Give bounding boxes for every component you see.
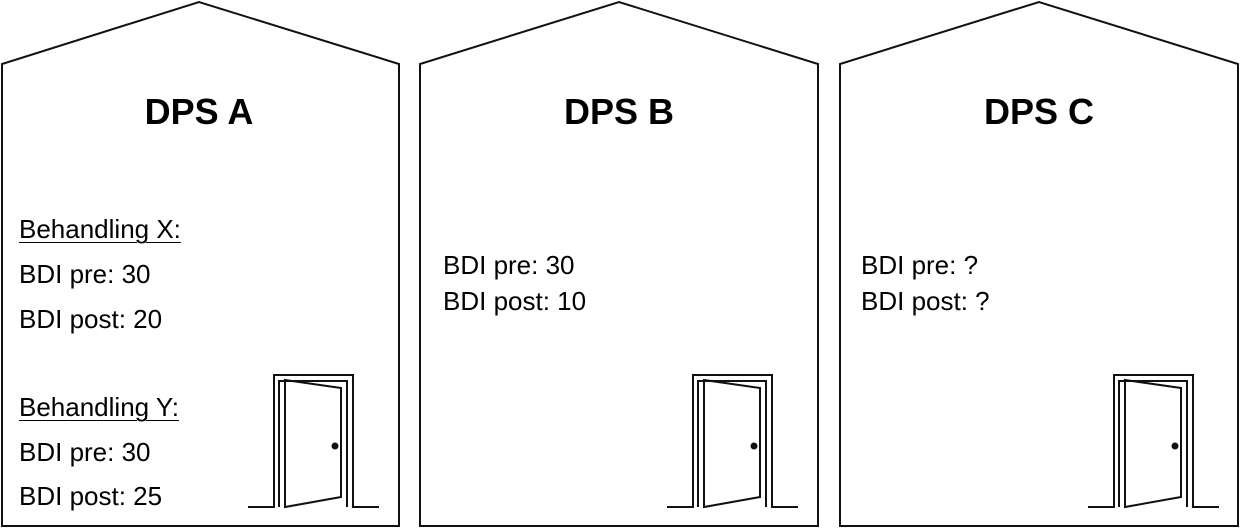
treatment-y-bdi-pre: BDI pre: 30 (19, 437, 151, 467)
house-c-outline (839, 0, 1239, 527)
treatment-y-bdi-post: BDI post: 25 (19, 481, 163, 511)
treatment-x-bdi-post: BDI post: 20 (19, 304, 163, 334)
treatment-y-heading: Behandling Y: (19, 392, 179, 422)
house-a-outline (0, 0, 400, 527)
house-b-title: DPS B (563, 91, 675, 132)
house-a-title: DPS A (144, 91, 254, 132)
house-c-title: DPS C (983, 91, 1095, 132)
treatment-x-heading: Behandling X: (19, 214, 181, 244)
door-icon (1088, 374, 1219, 509)
house-b-outline (419, 0, 819, 527)
house-b-bdi-post: BDI post: 10 (443, 286, 587, 316)
house-b-bdi-pre: BDI pre: 30 (443, 250, 575, 280)
treatment-x-bdi-pre: BDI pre: 30 (19, 259, 151, 289)
door-icon (667, 374, 798, 509)
door-icon (248, 374, 379, 509)
house-c-bdi-post: BDI post: ? (861, 286, 990, 316)
house-c-bdi-pre: BDI pre: ? (861, 250, 979, 280)
